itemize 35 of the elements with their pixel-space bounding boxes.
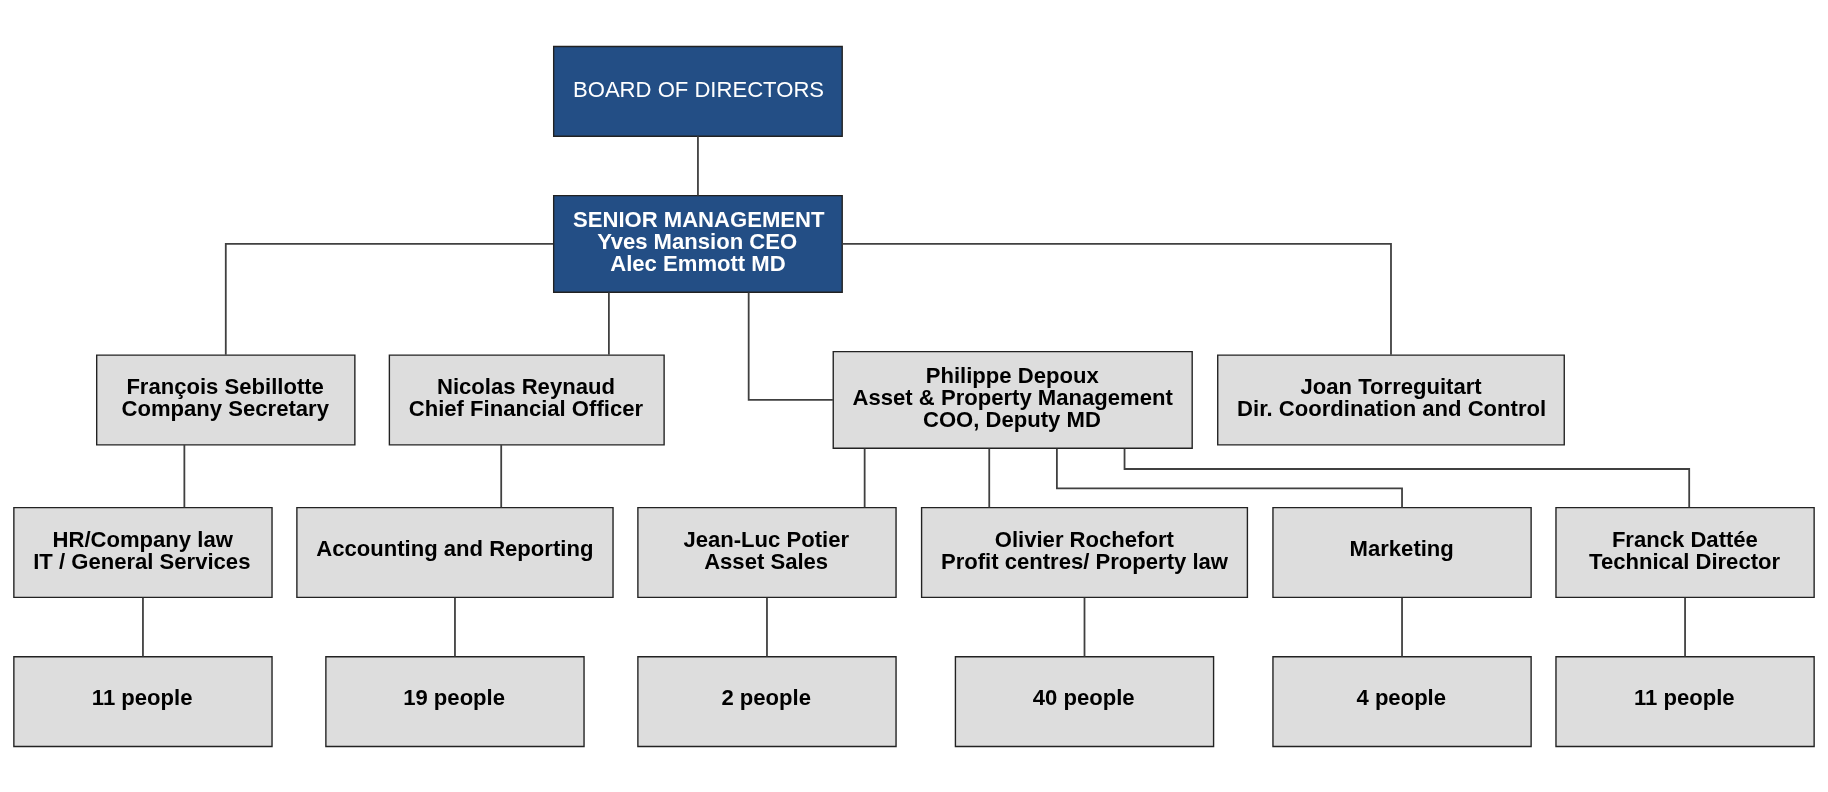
node-box: HR/Company law IT / General Services <box>13 506 273 598</box>
node-box: 11 people <box>1555 655 1815 747</box>
node-box: Accounting and Reporting <box>296 506 614 598</box>
connector <box>1123 447 1691 508</box>
node-box: Joan Torreguitart Dir. Coordination and Control <box>1217 353 1565 445</box>
node-box: SENIOR MANAGEMENT Yves Mansion CEO Alec Emmott MD <box>552 194 843 293</box>
node-box: 11 people <box>13 655 273 747</box>
connector <box>142 596 144 657</box>
node-box: 4 people <box>1272 655 1532 747</box>
node-box: François Sebillotte Company Secretary <box>96 353 356 445</box>
node-box: 2 people <box>637 655 897 747</box>
node-box: Olivier Rochefort Profit centres/ Property law <box>920 506 1249 598</box>
node-box: Philippe Depoux Asset & Property Management COO, Deputy MD <box>832 350 1193 449</box>
connector <box>224 242 554 356</box>
node-box: 40 people <box>954 655 1215 747</box>
node-box: BOARD OF DIRECTORS <box>552 45 843 137</box>
connector <box>454 596 456 657</box>
connector <box>766 596 768 657</box>
connector <box>500 443 503 508</box>
node-box: Nicolas Reynaud Chief Financial Officer <box>388 353 665 445</box>
connector <box>608 291 610 356</box>
connector <box>697 134 699 196</box>
connector <box>988 447 991 508</box>
node-box: 19 people <box>325 655 585 747</box>
connector <box>747 291 834 401</box>
connector <box>1401 596 1403 657</box>
connector <box>1056 447 1403 508</box>
node-box: Marketing <box>1272 506 1532 598</box>
node-box: Jean-Luc Potier Asset Sales <box>637 506 897 598</box>
node-box: Franck Dattée Technical Director <box>1555 506 1815 598</box>
connector <box>1684 596 1686 657</box>
connector <box>841 242 1392 356</box>
connector <box>1083 596 1086 657</box>
connector <box>863 447 866 508</box>
connector <box>183 443 186 508</box>
